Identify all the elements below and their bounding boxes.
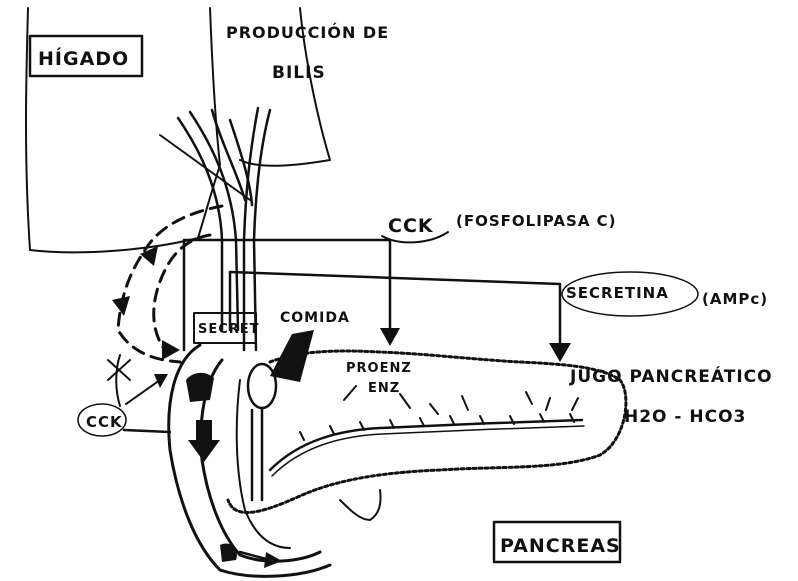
higado-label: HÍGADO (38, 47, 129, 70)
secret-box-label: SECRET (198, 322, 260, 337)
proenz-label: PROENZ (346, 361, 412, 376)
proenz-group: PROENZ ENZ (344, 361, 578, 414)
ampc-label: (AMPc) (702, 290, 768, 308)
jugo-label: JUGO PANCREÁTICO (569, 365, 773, 387)
comida-label: COMIDA (280, 310, 350, 326)
jugo-group: JUGO PANCREÁTICO H2O - HCO3 (569, 365, 773, 427)
secret-box: SECRET (194, 313, 260, 343)
gallbladder-dashed (112, 206, 222, 362)
higado-label-box: HÍGADO (30, 36, 142, 76)
enz-label: ENZ (368, 381, 400, 396)
liver (26, 8, 330, 252)
h2o-hco3-label: H2O - HCO3 (624, 407, 746, 427)
secretina-label: SECRETINA (566, 284, 669, 302)
produccion-label: PRODUCCIÓN DE (226, 23, 389, 42)
cck-top-label: CCK (388, 215, 434, 237)
secretina-group: SECRETINA (AMPc) (562, 272, 768, 316)
cck-left-label: CCK (86, 413, 123, 431)
bilis-label: BILIS (272, 63, 326, 83)
cck-left-group: CCK (78, 355, 170, 436)
pancreas-label: PANCREAS (500, 535, 621, 557)
pancreas-label-box: PANCREAS (494, 522, 621, 562)
fosfolipasa-label: (FOSFOLIPASA C) (456, 212, 617, 230)
cck-top-group: CCK (FOSFOLIPASA C) (382, 212, 617, 242)
comida-group: COMIDA (270, 310, 350, 382)
duodenum (169, 345, 330, 576)
